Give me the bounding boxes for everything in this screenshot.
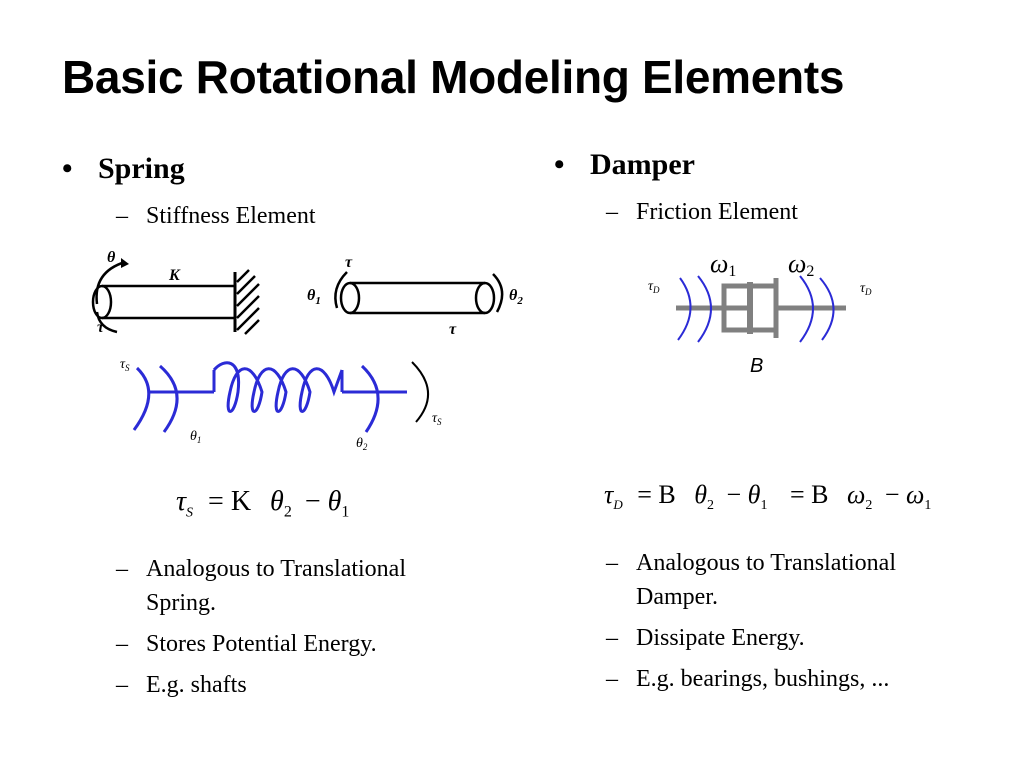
arrow-head-icon [121,258,129,268]
dash-glyph: – [116,556,128,582]
b-label: B [750,355,763,377]
spring-heading: • Spring [62,152,185,186]
damper-subtitle: –Friction Element [606,195,798,229]
list-item: –Analogous to Translational Damper. [606,546,966,614]
damper-equation: τD = B θ2 − θ1 = B ω2 − ω1 [604,480,931,514]
dash-glyph: – [116,203,128,229]
eq-theta1-sub: 1 [760,498,768,514]
list-item-text: Analogous to Translational Spring. [146,556,407,616]
omega2-label: ω2 [788,249,814,280]
eq-theta2-sub: 2 [283,503,292,521]
coil-spring-diagram: τS τS θ1 θ2 [120,357,442,452]
list-item-text: E.g. shafts [146,672,247,698]
spring-shaft-diagram: θ K τ τ τ θ1 θ2 [91,249,523,338]
list-item-text: Stores Potential Energy. [146,631,377,657]
eq-equals-k: = K [208,486,252,517]
eq-omega1: ω [906,480,925,509]
eq-tau-sub: S [186,505,194,521]
omega1-label: ω1 [710,249,736,280]
tau-s-right-label: τS [432,411,442,427]
tau-label-bottom: τ [449,321,457,338]
list-item: –E.g. bearings, bushings, ... [606,662,966,696]
tau-d-left-label: τD [648,279,660,295]
dash-glyph: – [606,625,618,651]
list-item-text: Analogous to Translational Damper. [636,550,897,610]
dash-glyph: – [116,672,128,698]
eq-omega2-sub: 2 [865,498,873,514]
list-item-text: E.g. bearings, bushings, ... [636,666,890,692]
bullet-glyph: • [62,152,73,185]
eq-minus: − [726,480,742,509]
eq-equals-b-2: = B [789,480,829,509]
theta1-label: θ1 [307,287,321,307]
spring-heading-text: Spring [98,152,185,185]
list-item: –Stores Potential Energy. [116,627,476,661]
theta1-spring-label: θ1 [190,429,201,445]
list-item: –E.g. shafts [116,668,476,702]
coil-spring [132,361,407,433]
eq-omega2: ω [846,480,866,509]
dash-glyph: – [116,631,128,657]
list-item-text: Dissipate Energy. [636,625,805,651]
tau-d-right-label: τD [860,281,872,297]
eq-tau: τ [176,486,187,517]
eq-minus: − [304,486,321,517]
spring-bullet-list: –Analogous to Translational Spring. –Sto… [116,552,476,709]
list-item: –Dissipate Energy. [606,621,966,655]
damper-heading-text: Damper [590,148,695,181]
theta2-spring-label: θ2 [356,436,368,452]
damper-subtitle-text: Friction Element [636,199,798,225]
eq-tau: τ [604,480,614,509]
eq-omega1-sub: 1 [924,498,932,514]
tau-s-left-label: τS [120,357,130,373]
damper-body [676,278,846,338]
eq-theta2-dot: θ [694,480,707,509]
eq-theta2-sub: 2 [707,498,714,514]
damper-torque-arcs [677,275,835,343]
eq-equals-b: = B [637,480,676,509]
damper-diagram: ω1 ω2 τD τD B [648,249,872,377]
list-item: –Analogous to Translational Spring. [116,552,476,620]
theta2-label: θ2 [509,287,523,307]
eq-tau-sub: D [613,497,623,513]
damper-bullet-list: –Analogous to Translational Damper. –Dis… [606,546,966,703]
eq-minus-2: − [884,480,900,509]
eq-theta1-sub: 1 [341,503,350,521]
spring-equation: τS = K θ2 − θ1 [176,486,349,522]
tau-label-top: τ [345,254,353,271]
dash-glyph: – [606,666,618,692]
theta-label: θ [107,249,116,266]
return-arc [411,361,430,423]
spring-subtitle: –Stiffness Element [116,199,316,233]
bullet-glyph: • [554,148,565,181]
k-label: K [168,267,181,284]
damper-heading: • Damper [554,148,695,182]
eq-theta1-dot: θ [747,480,761,509]
eq-theta1: θ [327,486,342,517]
free-shaft [334,271,504,315]
eq-theta2: θ [270,486,284,517]
tau-label: τ [97,319,105,336]
spring-subtitle-text: Stiffness Element [146,203,316,229]
dash-glyph: – [606,550,618,576]
page-title: Basic Rotational Modeling Elements [62,51,845,103]
dash-glyph: – [606,199,618,225]
fixed-shaft [91,260,260,335]
